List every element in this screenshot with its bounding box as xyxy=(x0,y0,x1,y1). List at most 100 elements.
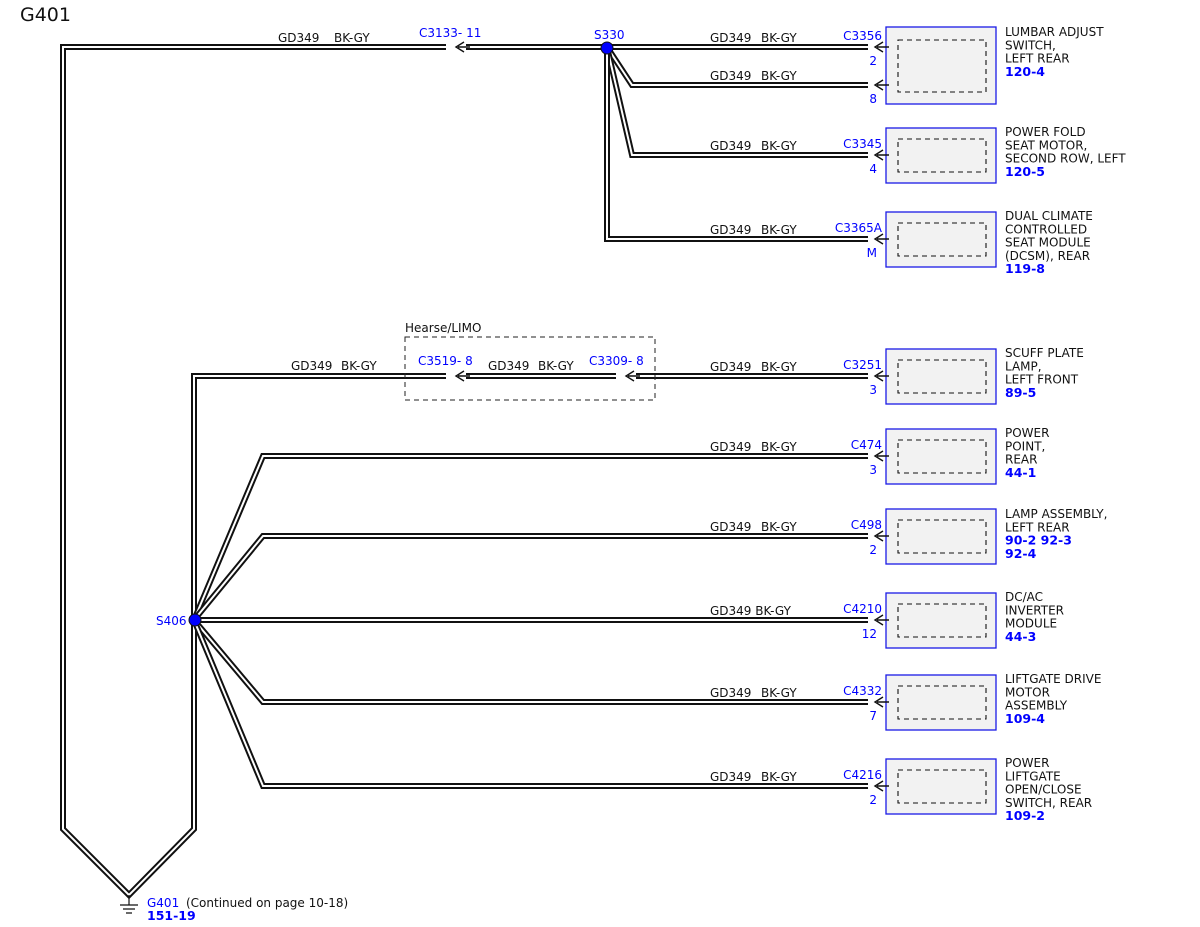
splice-s406[interactable]: S406 xyxy=(156,613,202,628)
connector-label: C3365A xyxy=(835,221,883,235)
wire-color-label: BK-GY xyxy=(761,686,797,700)
component-name-line: LEFT REAR xyxy=(1005,52,1070,66)
wire-circuit-label: GD349 xyxy=(710,69,751,83)
connector-label: C4210 xyxy=(843,602,882,616)
component-name-line: CONTROLLED xyxy=(1005,222,1087,236)
splice-label: S406 xyxy=(156,614,187,628)
component-c4216[interactable] xyxy=(885,758,997,815)
connector-label: C4216 xyxy=(843,768,882,782)
component-name-line: SCUFF PLATE xyxy=(1005,346,1084,360)
wire-color-label: BK-GY xyxy=(761,31,797,45)
component-c498[interactable] xyxy=(885,508,997,565)
pin-mark xyxy=(873,530,889,542)
pin-mark xyxy=(873,233,889,245)
wire-color-label: BK-GY xyxy=(761,139,797,153)
component-c3251[interactable] xyxy=(885,348,997,405)
connector-label: C3309- 8 xyxy=(589,354,644,368)
page-reference[interactable]: 119-8 xyxy=(1005,261,1045,276)
inline-connector-c3519 xyxy=(454,370,470,382)
wire-color-label: BK-GY xyxy=(761,69,797,83)
component-name-line: (DCSM), REAR xyxy=(1005,249,1090,263)
wire-circuit-label: GD349 xyxy=(710,440,751,454)
component-name-line: ASSEMBLY xyxy=(1005,699,1068,713)
component-name-line: OPEN/CLOSE xyxy=(1005,783,1082,797)
page-reference[interactable]: 90-2 92-3 xyxy=(1005,533,1072,548)
wire-harness xyxy=(60,41,868,900)
pin-mark xyxy=(873,41,889,53)
pin-number: 3 xyxy=(869,383,877,397)
pin-number: 3 xyxy=(869,463,877,477)
component-name-line: SEAT MODULE xyxy=(1005,236,1091,250)
component-name-line: REAR xyxy=(1005,453,1037,467)
connector-label: C3345 xyxy=(843,137,882,151)
option-label: Hearse/LIMO xyxy=(405,321,481,335)
wire-color-label: BK-GY xyxy=(761,360,797,374)
component-name-line: LAMP ASSEMBLY, xyxy=(1005,507,1107,521)
connector-label: C4332 xyxy=(843,684,882,698)
component-name-line: SWITCH, REAR xyxy=(1005,796,1092,810)
connector-label: C3133- 11 xyxy=(419,26,481,40)
wire-circuit-label: GD349 xyxy=(710,520,751,534)
component-c474[interactable] xyxy=(885,428,997,485)
page-reference[interactable]: 120-5 xyxy=(1005,164,1045,179)
component-name-line: LUMBAR ADJUST xyxy=(1005,25,1104,39)
pin-number: 2 xyxy=(869,793,877,807)
component-name-line: SEAT MOTOR, xyxy=(1005,138,1087,152)
component-name-line: DC/AC xyxy=(1005,590,1043,604)
splice-s330[interactable]: S330 xyxy=(594,28,625,55)
wire-circuit-label: GD349 xyxy=(291,359,332,373)
pin-number: 2 xyxy=(869,543,877,557)
page-reference[interactable]: 109-2 xyxy=(1005,808,1045,823)
component-c4210[interactable] xyxy=(885,592,997,649)
component-name-line: POWER xyxy=(1005,426,1049,440)
component-name-line: LIFTGATE xyxy=(1005,769,1061,783)
pin-number: M xyxy=(867,246,877,260)
ground-note: (Continued on page 10-18) xyxy=(186,896,348,910)
connector-label: C3356 xyxy=(843,29,882,43)
ground-label: G401 xyxy=(147,896,179,910)
component-name-line: INVERTER xyxy=(1005,603,1064,617)
page-reference[interactable]: 89-5 xyxy=(1005,385,1036,400)
component-c4332[interactable] xyxy=(885,674,997,731)
component-c3345[interactable] xyxy=(885,127,997,184)
pin-mark xyxy=(873,79,889,91)
wire-color-label: BK-GY xyxy=(334,31,370,45)
wire-circuit-label: GD349 xyxy=(488,359,529,373)
wire-circuit-label: GD349 xyxy=(710,360,751,374)
wire-circuit-label: GD349 xyxy=(278,31,319,45)
component-c3365a[interactable] xyxy=(885,211,997,268)
component-name-line: LIFTGATE DRIVE xyxy=(1005,672,1101,686)
component-c3356[interactable] xyxy=(885,26,997,105)
connector-label: C3519- 8 xyxy=(418,354,473,368)
pin-mark xyxy=(873,780,889,792)
wire-circuit-label: GD349 BK-GY xyxy=(710,604,792,618)
page-reference[interactable]: 92-4 xyxy=(1005,546,1037,561)
ground-page-ref[interactable]: 151-19 xyxy=(147,908,196,923)
wire-color-label: BK-GY xyxy=(538,359,574,373)
wire-circuit-label: GD349 xyxy=(710,139,751,153)
component-name-line: SWITCH, xyxy=(1005,38,1056,52)
connector-label: C498 xyxy=(851,518,882,532)
component-name-line: SECOND ROW, LEFT xyxy=(1005,152,1126,166)
wire-color-label: BK-GY xyxy=(761,520,797,534)
page-reference[interactable]: 120-4 xyxy=(1005,64,1045,79)
pin-number: 8 xyxy=(869,92,877,106)
page-reference[interactable]: 44-3 xyxy=(1005,629,1036,644)
page-title: G401 xyxy=(20,4,71,26)
page-reference[interactable]: 109-4 xyxy=(1005,711,1045,726)
component-name-line: POINT, xyxy=(1005,439,1045,453)
pin-mark xyxy=(873,450,889,462)
component-name-line: LEFT FRONT xyxy=(1005,373,1079,387)
connector-label: C474 xyxy=(851,438,882,452)
wire-circuit-label: GD349 xyxy=(710,770,751,784)
wire-circuit-label: GD349 xyxy=(710,223,751,237)
component-name-line: DUAL CLIMATE xyxy=(1005,209,1093,223)
wire-color-label: BK-GY xyxy=(341,359,377,373)
pin-number: 7 xyxy=(869,709,877,723)
page-reference[interactable]: 44-1 xyxy=(1005,465,1036,480)
ground-g401[interactable]: G401 (Continued on page 10-18) 151-19 xyxy=(120,895,348,923)
ground-loop-wire xyxy=(60,44,607,900)
splice-label: S330 xyxy=(594,28,625,42)
pin-mark xyxy=(873,149,889,161)
